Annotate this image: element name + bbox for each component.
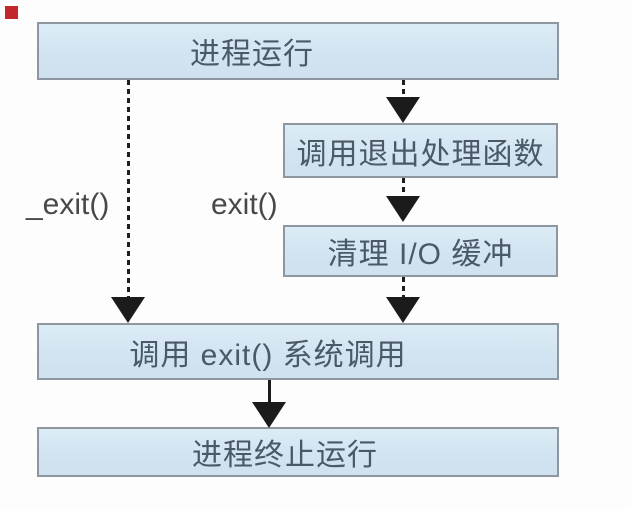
arrowhead-down-icon — [111, 297, 145, 323]
red-corner-marker — [5, 6, 18, 19]
node-call-exit-syscall: 调用 exit() 系统调用 — [37, 323, 559, 380]
node-call-exit-syscall-label: 调用 exit() 系统调用 — [129, 338, 407, 372]
arrowhead-down-icon — [252, 402, 286, 428]
node-call-exit-handlers-label: 调用退出处理函数 — [296, 137, 545, 171]
node-process-running-label: 进程运行 — [190, 38, 314, 71]
arrowhead-down-icon — [386, 297, 420, 323]
node-process-running: 进程运行 — [37, 22, 559, 80]
arrowhead-down-icon — [386, 97, 420, 123]
dashed-line-io-to-syscall — [402, 277, 405, 298]
node-flush-io-buffers: 清理 I/O 缓冲 — [283, 225, 558, 277]
node-process-terminated-label: 进程终止运行 — [192, 439, 378, 472]
dashed-line-running-to-handlers — [402, 80, 405, 98]
dashed-line-exit-direct — [127, 80, 130, 299]
arrowhead-down-icon — [386, 196, 420, 222]
node-process-terminated: 进程终止运行 — [37, 427, 559, 477]
node-flush-io-buffers-label: 清理 I/O 缓冲 — [327, 238, 514, 271]
dashed-line-handlers-to-io — [402, 178, 405, 197]
solid-line-syscall-to-terminated — [268, 380, 271, 403]
node-call-exit-handlers: 调用退出处理函数 — [283, 123, 558, 178]
edge-label-exit: exit() — [211, 188, 278, 221]
edge-label-underscore-exit: _exit() — [26, 188, 110, 221]
